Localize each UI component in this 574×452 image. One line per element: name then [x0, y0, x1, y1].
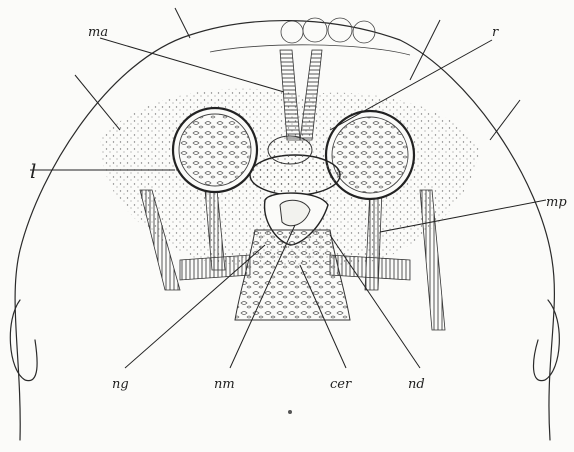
left-eye — [173, 108, 257, 192]
top-membrane — [210, 45, 410, 55]
label-nm: nm — [214, 377, 235, 392]
right-lobe — [534, 300, 560, 381]
label-l: l — [30, 159, 36, 183]
top-bubbles — [281, 18, 375, 43]
label-mp: mp — [546, 195, 567, 210]
cerebral-stalk — [235, 230, 350, 320]
label-nd: nd — [408, 377, 425, 392]
stray-mark — [288, 410, 292, 414]
label-ma: ma — [88, 25, 108, 40]
left-lobe — [10, 300, 37, 381]
label-cer: cer — [330, 377, 352, 392]
label-ng: ng — [112, 377, 129, 392]
label-r: r — [492, 25, 499, 40]
right-eye — [326, 111, 414, 199]
